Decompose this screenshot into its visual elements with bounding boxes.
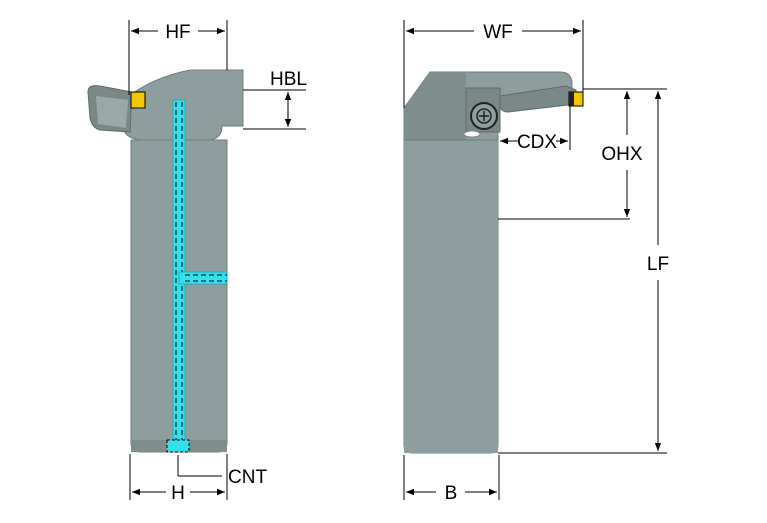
side-top-bevel	[404, 72, 466, 140]
coolant-channel-horizontal	[178, 271, 228, 285]
side-lower-body	[404, 140, 498, 453]
label-hf: HF	[165, 22, 190, 43]
label-b: B	[445, 483, 458, 504]
dimensions	[128, 20, 667, 500]
label-ohx: OHX	[601, 144, 643, 165]
label-cnt: CNT	[228, 467, 267, 488]
label-hbl: HBL	[270, 69, 307, 90]
label-wf: WF	[483, 22, 513, 43]
coolant-port	[166, 439, 190, 453]
label-cdx: CDX	[517, 132, 557, 153]
front-blade-edge	[96, 96, 128, 128]
side-view	[403, 71, 584, 454]
front-view	[87, 69, 244, 453]
label-h: H	[171, 483, 185, 504]
front-insert	[130, 91, 146, 109]
relief-slot	[463, 130, 481, 138]
label-lf: LF	[647, 254, 669, 275]
